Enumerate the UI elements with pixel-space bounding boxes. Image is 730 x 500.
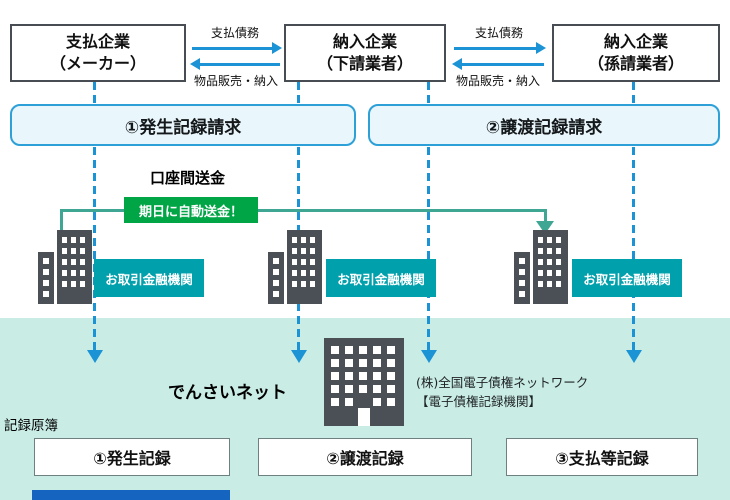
dashed-connector-payer	[93, 82, 96, 350]
record-label: ①発生記録	[93, 449, 171, 468]
transfer-line	[60, 209, 547, 212]
dashed-connector-subcontractor-right	[427, 82, 430, 350]
company-name: 納入企業	[603, 32, 668, 52]
bank-building-icon	[514, 226, 568, 304]
bank-building-icon	[38, 226, 92, 304]
arrow-down-icon	[626, 350, 642, 363]
transfer-line-right	[544, 209, 547, 222]
company-name: 納入企業	[332, 32, 397, 52]
debt-arrow-line	[454, 47, 538, 50]
densai-org-name: (株)全国電子債権ネットワーク	[416, 375, 589, 390]
auto-transfer-badge: 期日に自動送金！	[124, 197, 258, 223]
transfer-line-left	[60, 209, 63, 233]
arrow-left-icon	[190, 58, 200, 70]
company-box-subcontractor: 納入企業 （下請業者）	[284, 24, 446, 82]
ledger-title: 記録原簿	[4, 418, 58, 434]
company-box-subsubcontractor: 納入企業 （孫請業者）	[552, 24, 720, 82]
bank-label: お取引金融機関	[326, 259, 436, 297]
arrow-right-icon	[272, 42, 282, 54]
company-sub: （孫請業者）	[587, 54, 684, 73]
bank-building-icon	[268, 226, 322, 304]
goods-label: 物品販売・納入	[193, 74, 278, 88]
arrow-right-icon	[536, 42, 546, 54]
company-sub: （メーカー）	[49, 54, 146, 73]
record-label: ③支払等記録	[555, 449, 649, 468]
arrow-down-icon	[291, 350, 307, 363]
transfer-title: 口座間送金	[150, 169, 226, 187]
dashed-connector-subcontractor-left	[297, 82, 300, 350]
densai-net-name: でんさいネット	[168, 383, 287, 403]
record-box-occurrence: ①発生記録	[34, 438, 230, 476]
bank-label: お取引金融機関	[94, 259, 204, 297]
request-label: ②譲渡記録請求	[485, 117, 603, 138]
densai-building-icon	[320, 338, 408, 426]
request-label: ①発生記録請求	[124, 117, 242, 138]
record-label: ②譲渡記録	[326, 449, 404, 468]
record-box-payment: ③支払等記録	[506, 438, 698, 476]
company-sub: （下請業者）	[316, 54, 413, 73]
company-box-payer: 支払企業 （メーカー）	[10, 24, 186, 82]
goods-arrow-line	[462, 63, 544, 66]
arrow-down-icon	[421, 350, 437, 363]
densai-org-role: 【電子債権記録機関】	[416, 394, 542, 409]
dashed-connector-subsubcontractor	[632, 82, 635, 350]
clipped-blue-bar	[32, 490, 230, 500]
arrow-down-icon	[87, 350, 103, 363]
goods-label: 物品販売・納入	[455, 74, 540, 88]
debt-label: 支払債務	[474, 26, 523, 40]
debt-arrow-line	[192, 47, 274, 50]
arrow-left-icon	[452, 58, 462, 70]
record-box-transfer: ②譲渡記録	[258, 438, 472, 476]
goods-arrow-line	[200, 63, 280, 66]
debt-label: 支払債務	[210, 26, 259, 40]
request-box-occurrence: ①発生記録請求	[10, 104, 356, 146]
company-name: 支払企業	[65, 32, 130, 52]
bank-label: お取引金融機関	[572, 259, 682, 297]
request-box-transfer: ②譲渡記録請求	[368, 104, 720, 146]
